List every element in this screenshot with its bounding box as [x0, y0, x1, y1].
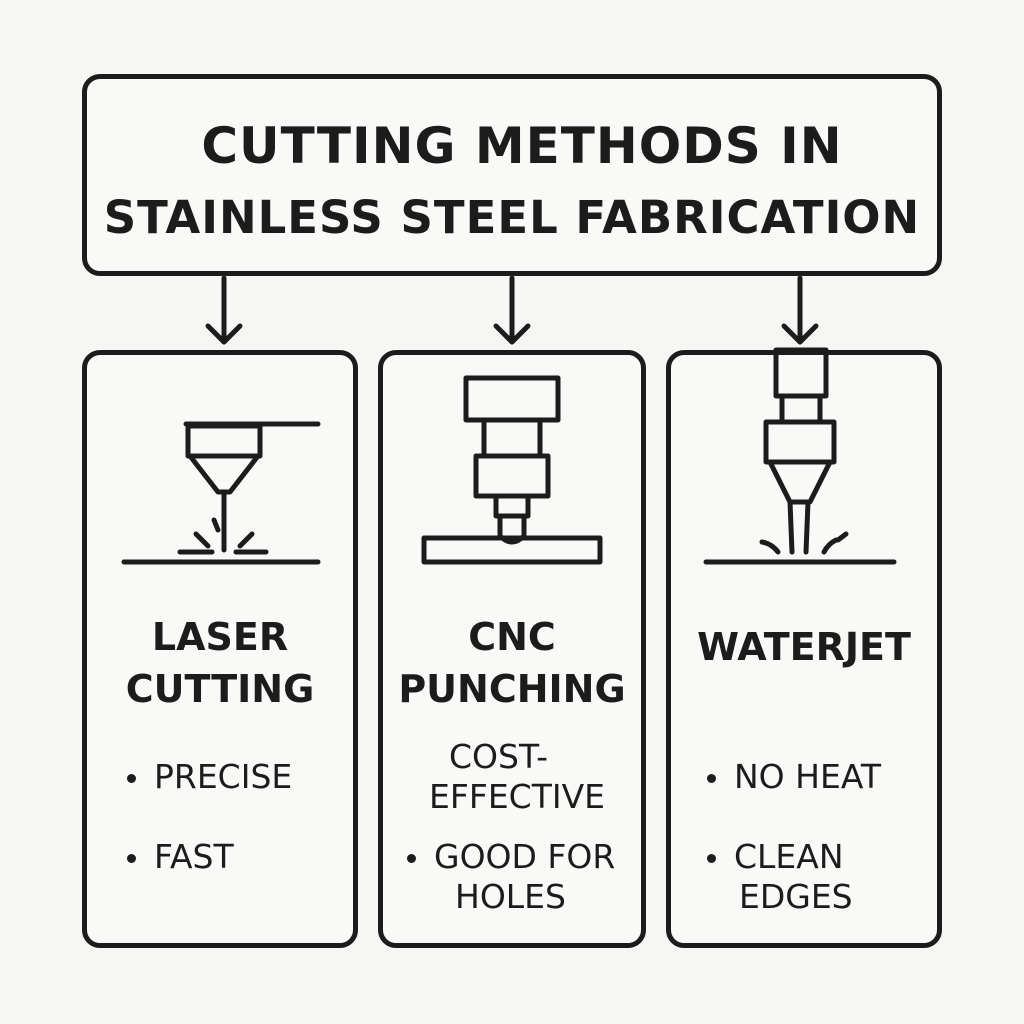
bullet-text: EFFECTIVE	[429, 777, 606, 816]
bullet-dot-icon	[407, 854, 416, 863]
method-title-line-1: CNC	[468, 615, 556, 659]
bullet-text: HOLES	[455, 877, 566, 916]
bullet-text: PRECISE	[154, 757, 293, 796]
method-card-laser-cutting: LASER CUTTING PRECISE FAST	[82, 350, 358, 948]
diagram-title-line-2: STAINLESS STEEL FABRICATION	[103, 191, 921, 244]
bullet-text: GOOD FOR	[434, 837, 616, 876]
bullet-item: GOOD FOR	[407, 837, 615, 877]
arrow-down-icon	[205, 275, 243, 345]
bullet-item: FAST	[127, 837, 234, 877]
method-card-cnc-punching: CNC PUNCHING COST- EFFECTIVE GOOD FOR HO…	[378, 350, 646, 948]
method-title-line-2: PUNCHING	[398, 667, 626, 711]
bullet-item: CLEAN	[707, 837, 844, 877]
bullet-text: CLEAN	[734, 837, 844, 876]
bullet-text: COST-	[449, 737, 548, 776]
bullet-dot-icon	[127, 854, 136, 863]
bullet-text: EDGES	[739, 877, 853, 916]
method-title-line-1: LASER	[151, 615, 289, 659]
diagram-title-line-1: CUTTING METHODS IN	[201, 117, 843, 175]
bullet-dot-icon	[127, 774, 136, 783]
title-box: CUTTING METHODS IN STAINLESS STEEL FABRI…	[82, 74, 942, 276]
bullet-item: NO HEAT	[707, 757, 881, 797]
method-title-line-2: CUTTING	[125, 667, 315, 711]
bullet-item: PRECISE	[127, 757, 292, 797]
arrow-down-icon	[493, 275, 531, 345]
bullet-text: FAST	[154, 837, 234, 876]
method-card-waterjet: WATERJET NO HEAT CLEAN EDGES	[666, 350, 942, 948]
bullet-dot-icon	[707, 854, 716, 863]
bullet-dot-icon	[707, 774, 716, 783]
arrow-down-icon	[781, 275, 819, 345]
bullet-text: NO HEAT	[734, 757, 881, 796]
method-title-line-1: WATERJET	[697, 625, 911, 669]
